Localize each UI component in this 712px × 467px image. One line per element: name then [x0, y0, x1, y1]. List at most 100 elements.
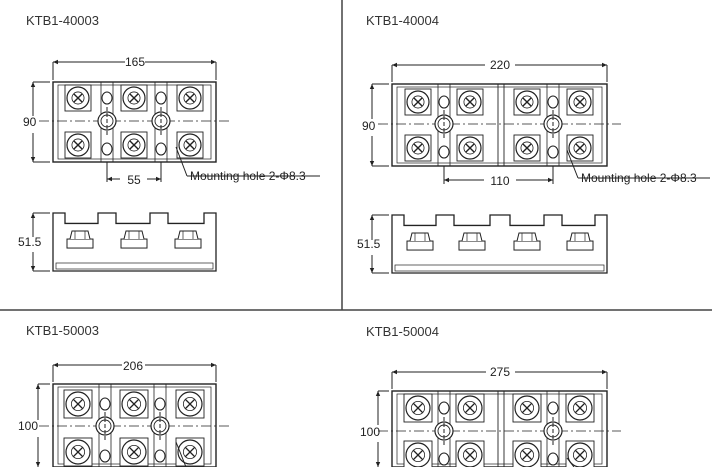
side-screw-icon [461, 232, 483, 242]
side-terminal-base [458, 240, 486, 251]
screw-ring [182, 444, 197, 459]
screw-slot [184, 398, 196, 410]
small-hole-icon [438, 401, 450, 415]
arrowhead [35, 462, 41, 467]
screw-slot [465, 143, 475, 153]
screw-slot [522, 143, 532, 153]
side-body-outline [391, 214, 608, 274]
leader-line [175, 441, 187, 467]
small-hole-icon [547, 452, 559, 466]
pitch-dimension-40004: 110 [490, 174, 509, 188]
side-screw-icon [409, 232, 431, 242]
screw-ring [410, 447, 425, 462]
arrowhead [375, 391, 381, 396]
screw-slot [412, 449, 424, 461]
pitch-dimension-40003: 55 [127, 173, 141, 187]
screw-ring [127, 138, 141, 152]
leader-line [566, 149, 579, 179]
side-base-line [394, 264, 605, 272]
screw-ring [520, 400, 535, 415]
screw-ring [127, 444, 142, 459]
screw-ring [127, 396, 142, 411]
screw-slot [128, 398, 140, 410]
side-screw-icon [516, 232, 538, 242]
screw-ring [463, 141, 477, 155]
arrowhead [53, 59, 58, 65]
small-hole-icon [547, 401, 559, 415]
small-hole-icon [101, 142, 113, 156]
screw-slot [575, 97, 585, 107]
arrowhead [211, 362, 216, 368]
screw-slot [575, 143, 585, 153]
small-hole-icon [547, 95, 559, 109]
side-base-line [55, 262, 214, 270]
small-hole-icon [154, 449, 166, 463]
screw-ring [182, 396, 197, 411]
screw-slot [129, 93, 139, 103]
screw-ring [520, 95, 534, 109]
arrowhead [30, 82, 36, 87]
small-hole-icon [154, 397, 166, 411]
screw-slot [413, 97, 423, 107]
screw-slot [184, 446, 196, 458]
arrowhead [156, 176, 161, 182]
side-terminal-base [406, 240, 434, 251]
arrowhead [548, 177, 553, 183]
side-terminal-base [120, 238, 148, 249]
small-hole-icon [155, 91, 167, 105]
side-screw-icon [177, 230, 199, 240]
arrowhead [35, 384, 41, 389]
mounting-note-40003: Mounting hole 2-Φ8.3 [190, 169, 306, 183]
arrowhead [444, 177, 449, 183]
screw-ring [71, 138, 85, 152]
screw-ring [462, 400, 477, 415]
screw-ring [411, 95, 425, 109]
arrowhead [107, 176, 112, 182]
arrowhead [375, 462, 381, 467]
screw-slot [522, 97, 532, 107]
small-hole-icon [438, 452, 450, 466]
small-hole-icon [438, 95, 450, 109]
screw-slot [413, 143, 423, 153]
screw-slot [464, 449, 476, 461]
screw-ring [463, 95, 477, 109]
screw-ring [410, 400, 425, 415]
screw-slot [128, 446, 140, 458]
height-dimension-50004: 100 [360, 425, 380, 439]
side-terminal-base [174, 238, 202, 249]
screw-slot [73, 140, 83, 150]
line-art [30, 59, 710, 467]
side-screw-icon [569, 232, 591, 242]
screw-ring [71, 444, 86, 459]
height-dimension-40003: 90 [23, 115, 37, 129]
model-title-ktb1-50003: KTB1-50003 [26, 323, 99, 338]
screw-ring [573, 447, 588, 462]
arrowhead [392, 369, 397, 375]
arrowhead [30, 157, 36, 162]
screw-ring [71, 396, 86, 411]
small-hole-icon [99, 449, 111, 463]
width-dimension-50004: 275 [490, 365, 510, 379]
leader-line [175, 146, 188, 177]
small-hole-icon [99, 397, 111, 411]
screw-ring [71, 91, 85, 105]
arrowhead [30, 266, 36, 271]
model-title-ktb1-50004: KTB1-50004 [366, 324, 439, 339]
small-hole-icon [438, 145, 450, 159]
screw-ring [127, 91, 141, 105]
small-hole-icon [101, 91, 113, 105]
screw-slot [465, 97, 475, 107]
arrowhead [369, 161, 375, 166]
screw-ring [520, 141, 534, 155]
screw-ring [573, 95, 587, 109]
screw-ring [183, 138, 197, 152]
small-hole-icon [155, 142, 167, 156]
arrowhead [30, 213, 36, 218]
screw-slot [73, 93, 83, 103]
mounting-note-40004: Mounting hole 2-Φ8.3 [581, 171, 697, 185]
screw-ring [411, 141, 425, 155]
screw-slot [412, 402, 424, 414]
screw-ring [573, 400, 588, 415]
model-title-ktb1-40004: KTB1-40004 [366, 13, 439, 28]
screw-slot [464, 402, 476, 414]
